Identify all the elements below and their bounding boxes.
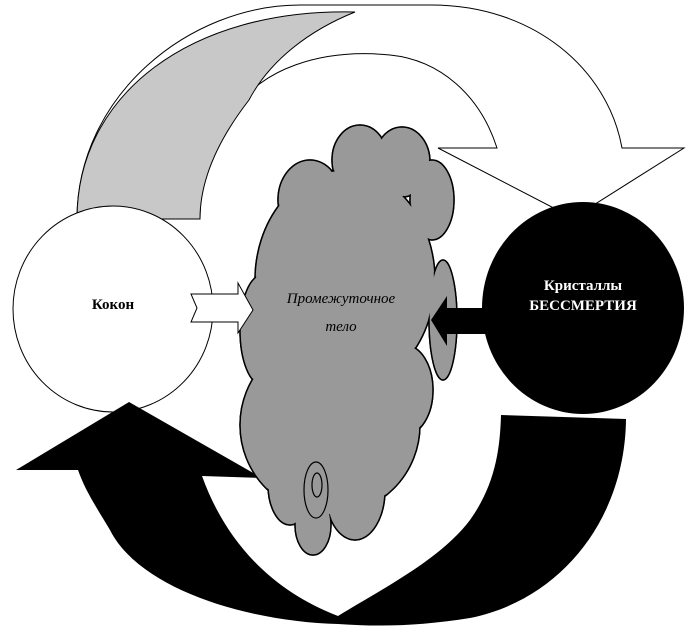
intermediate-body-label-line1: Промежуточное: [286, 291, 396, 307]
intermediate-body-label-line2: тело: [325, 319, 357, 335]
white-arrow-right: [190, 281, 254, 335]
top-arrow-gray-section: [76, 11, 356, 220]
crystals-label-line2: БЕССМЕРТИЯ: [529, 298, 637, 314]
intermediate-body-cloud: [239, 124, 458, 556]
black-arrow-left: [431, 296, 486, 346]
cocoon-label: Кокон: [92, 297, 135, 313]
crystals-circle: [482, 202, 684, 414]
crystals-label-line1: Кристаллы: [544, 278, 623, 294]
bottom-curved-arrow: [16, 402, 626, 626]
cloud-spiral-inner: [311, 472, 323, 498]
